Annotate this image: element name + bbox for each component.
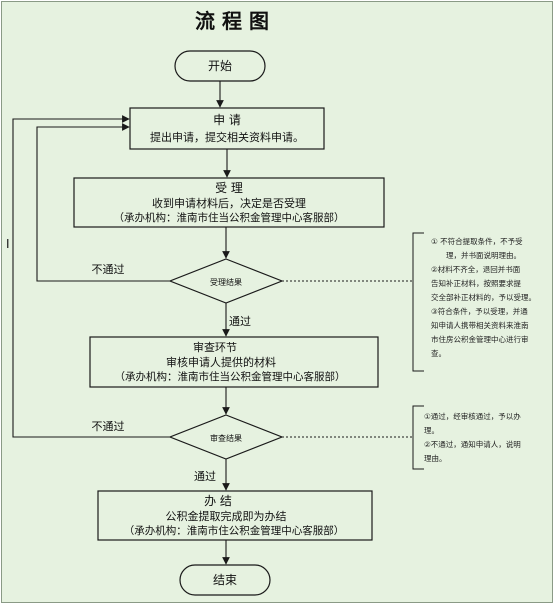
- finish-org: （承办机构：淮南市住公积金管理中心客服部）: [124, 524, 345, 537]
- finish-desc: 公积金提取完成即为办结: [166, 509, 287, 523]
- accept-heading: 受 理: [215, 181, 243, 195]
- apply-desc: 提出申请，提交相关资料申请。: [150, 130, 304, 144]
- note-accept-line: 交全部补正材料的，予以受理。: [431, 292, 536, 302]
- loop-accept-fail: [36, 123, 170, 282]
- note-accept-line: 理，并书面说明理由。: [446, 250, 521, 260]
- label-fail-review: 不通过: [92, 420, 125, 433]
- note-review-line: 理。: [424, 426, 439, 435]
- margin-mark: I: [6, 237, 10, 251]
- note-bracket-review: [412, 405, 424, 470]
- note-review: ①通过，经审核通过，予以办 理。 ②不通过，通知申请人，说明 理由。: [424, 411, 521, 463]
- accept-box: 受 理 收到申请材料后，决定是否受理 （承办机构：淮南市住当公积金管理中心客服部…: [73, 177, 385, 228]
- end-node: 结束: [179, 564, 271, 596]
- note-accept-line: 市住房公积金管理中心进行审: [431, 334, 529, 344]
- finish-heading: 办 结: [204, 493, 232, 508]
- accept-org: （承办机构：淮南市住当公积金管理中心客服部）: [114, 211, 345, 224]
- accept-decision-label: 受理结果: [210, 277, 242, 287]
- note-bracket-accept: [412, 232, 424, 372]
- note-accept: ① 不符合提取条件，不予受 理，并书面说明理由。 ②材料不齐全，退回并书面 告知…: [431, 236, 536, 358]
- end-label: 结束: [213, 573, 237, 587]
- review-decision-label: 审查结果: [210, 433, 242, 443]
- note-accept-line: 查。: [431, 348, 446, 358]
- review-decision: 审查结果: [168, 414, 284, 460]
- review-heading: 审查环节: [193, 340, 237, 354]
- review-box: 审查环节 审核申请人提供的材料 （承办机构：淮南市住当公积金管理中心客服部）: [89, 336, 379, 388]
- note-review-line: ①通过，经审核通过，予以办: [424, 411, 521, 421]
- note-accept-line: ②材料不齐全，退回并书面: [431, 264, 521, 274]
- start-label: 开始: [208, 59, 232, 73]
- label-pass-accept: 通过: [229, 315, 251, 328]
- note-accept-line: 告知补正材料，按照要求提: [431, 278, 521, 288]
- label-fail-accept: 不通过: [92, 263, 125, 276]
- note-review-line: ②不通过，通知申请人，说明: [424, 439, 521, 449]
- apply-heading: 申 请: [213, 113, 241, 127]
- note-accept-line: 知申请人携带相关资料来淮南: [431, 320, 529, 330]
- note-accept-line: ③符合条件，予以受理，并通: [431, 306, 528, 316]
- accept-decision: 受理结果: [168, 258, 284, 304]
- accept-desc: 收到申请材料后，决定是否受理: [152, 196, 306, 210]
- review-desc: 审核申请人提供的材料: [166, 355, 276, 369]
- finish-box: 办 结 公积金提取完成即为办结 （承办机构：淮南市住公积金管理中心客服部）: [97, 490, 373, 541]
- review-org: （承办机构：淮南市住当公积金管理中心客服部）: [115, 370, 346, 383]
- apply-box: 申 请 提出申请，提交相关资料申请。: [129, 107, 325, 150]
- start-node: 开始: [174, 50, 266, 82]
- page-title: 流 程 图: [195, 9, 269, 33]
- note-review-line: 理由。: [424, 453, 447, 463]
- label-pass-review: 通过: [194, 470, 216, 483]
- loop-review-fail: [12, 115, 170, 438]
- note-accept-line: ① 不符合提取条件，不予受: [431, 236, 523, 246]
